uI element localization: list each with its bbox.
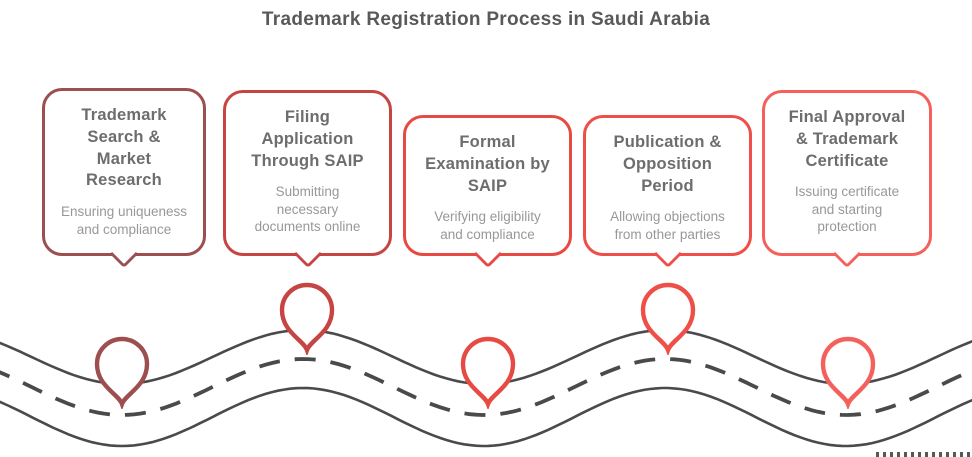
step-3-title: Formal Examination by SAIP — [425, 133, 550, 195]
step-2-title: Filing Application Through SAIP — [251, 108, 364, 170]
road-top-edge-line — [0, 328, 972, 386]
step-3-subtitle: Verifying eligibility and compliance — [434, 209, 541, 242]
step-3-callout: Formal Examination by SAIP Verifying eli… — [403, 115, 572, 269]
step-1-callout: Trademark Search & Market Research Ensur… — [42, 88, 206, 269]
callout-tail — [832, 239, 862, 269]
step-1-map-pin-icon — [94, 336, 150, 409]
step-4-map-pin-icon — [640, 282, 696, 355]
step-4-subtitle: Allowing objections from other parties — [610, 209, 725, 242]
step-1-title: Trademark Search & Market Research — [81, 106, 167, 190]
clipped-watermark-fragment — [876, 452, 970, 457]
step-3-map-pin-icon — [460, 336, 516, 409]
callout-tail — [109, 239, 139, 269]
step-5-title: Final Approval & Trademark Certificate — [788, 108, 906, 170]
step-5-map-pin-icon — [820, 336, 876, 409]
step-4-title: Publication & Opposition Period — [613, 133, 722, 195]
step-2-callout: Filing Application Through SAIP Submitti… — [223, 90, 392, 269]
callout-tail — [653, 239, 682, 269]
page-title: Trademark Registration Process in Saudi … — [261, 9, 711, 30]
step-2-map-pin-icon — [279, 282, 335, 355]
step-5-callout: Final Approval & Trademark Certificate I… — [762, 90, 932, 269]
step-1-subtitle: Ensuring uniqueness and compliance — [60, 204, 188, 237]
step-5-subtitle: Issuing certificate and starting protect… — [794, 184, 900, 235]
road-dashed-center-line — [0, 357, 972, 417]
callout-tail — [293, 239, 322, 269]
callout-tail — [473, 239, 502, 269]
step-2-subtitle: Submitting necessary documents online — [254, 184, 361, 235]
step-4-callout: Publication & Opposition Period Allowing… — [583, 115, 752, 269]
road-bottom-edge-line — [0, 386, 972, 448]
